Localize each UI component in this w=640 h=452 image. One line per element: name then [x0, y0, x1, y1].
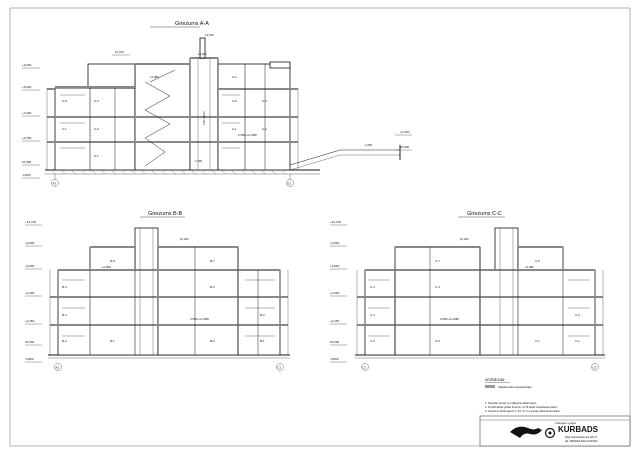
title-block: Inženieru grupa KURBADS Rīga, Rūpniecība… — [479, 415, 631, 447]
room-aa-1: A-3 — [94, 99, 99, 103]
company-address: Rīga, Rūpniecības iela 12b-17 — [565, 436, 598, 439]
elevation-bb-1: +9,600 — [25, 241, 35, 245]
elevation-marks-aa: +9,600 +6,600 +3,300 +0,150 ±0,000 -0,80… — [22, 63, 40, 179]
lift-label-a: Lifts šahta — [202, 111, 206, 125]
sheet-border — [9, 7, 631, 447]
room-aa-2: A-5 — [232, 99, 237, 103]
room-aa-7: A-1 — [232, 127, 237, 131]
elevation-aa-1: +6,600 — [22, 85, 32, 89]
tag-aa-2: 10,300 — [198, 52, 207, 56]
elevation-cc-3: +3,300 — [330, 291, 340, 295]
room-cc-6: C-2 — [370, 339, 375, 343]
tag-aa-6: 1,800 — [365, 143, 372, 147]
room-cc-9: C-1 — [575, 339, 580, 343]
room-cc-5: C-3 — [575, 313, 580, 317]
tag-aa-0: 12,700 — [115, 50, 124, 54]
company-name: KURBADS — [558, 425, 599, 434]
room-bb-7: B-1 — [110, 339, 115, 343]
room-cc-2: C-4 — [370, 285, 375, 289]
tag-aa-3: +0,980 — [150, 75, 159, 79]
axis-aa-1: E1 — [288, 182, 292, 186]
notes: 1. Nesošās sienas no ruļļbetona skatīt l… — [485, 401, 561, 413]
axis-cc-1: G2 — [593, 366, 597, 370]
section-bb: Griezums B-B — [25, 211, 290, 371]
elevation-bb-2: +6,600 — [25, 264, 35, 268]
note-2: 2. ±0,000 atbilst grīdas līmenim +0,15 s… — [485, 405, 558, 409]
section-aa-title: Griezums A-A — [175, 21, 209, 27]
elevation-cc-6: -0,800 — [330, 357, 339, 361]
room-bb-9: B-1 — [260, 339, 265, 343]
legend: APZĪMĒJUMI: Saliekamās konstrukcijas — [485, 378, 532, 389]
room-aa-9: A-1 — [94, 154, 99, 158]
room-bb-6: B-2 — [62, 339, 67, 343]
elevation-aa-2: +3,300 — [22, 111, 32, 115]
room-cc-1: C-7 — [435, 259, 440, 263]
room-cc-0: C-5 — [535, 259, 540, 263]
room-cc-7: C-1 — [535, 339, 540, 343]
section-cc-title: Griezums C-C — [467, 211, 502, 217]
note-3: 3. Griezums skatīt lapā A-1, B-1 un C-1 … — [485, 409, 561, 413]
section-aa: Griezums A-A — [22, 21, 412, 187]
room-bb-3: B-3 — [210, 285, 215, 289]
elevation-marks-bb: +12,700 +9,600 +6,600 +3,300 +0,150 ±0,0… — [25, 220, 42, 363]
company-phone: tālr. 28000000 fakss 67219944 — [565, 440, 598, 443]
room-bb-1: B-7 — [210, 259, 215, 263]
room-aa-5: A-1 — [62, 127, 67, 131]
elevation-aa-right-1: ±0,000 — [400, 145, 409, 149]
elevation-aa-3: +0,150 — [22, 136, 32, 140]
elevation-cc-0: +12,700 — [330, 220, 341, 224]
room-bb-4: B-4 — [62, 313, 67, 317]
elevation-marks-cc: +12,700 +9,600 +6,600 +3,300 +0,150 ±0,0… — [330, 220, 347, 363]
elevation-cc-4: +0,150 — [330, 319, 340, 323]
tag-aa-1: 13,150 — [205, 33, 214, 37]
axis-aa-0: A2 — [53, 182, 57, 186]
tag-bb-1: 3,050=+0,1980 — [190, 317, 209, 321]
room-aa-4: A-4 — [232, 75, 237, 79]
tag-cc-2: +0,980 — [525, 265, 534, 269]
elevation-bb-6: -0,800 — [25, 357, 34, 361]
section-bb-title: Griezums B-B — [148, 211, 183, 217]
note-1: 1. Nesošās sienas no ruļļbetona skatīt l… — [485, 401, 538, 405]
legend-item: Saliekamās konstrukcijas — [498, 385, 532, 389]
room-cc-3: C-3 — [435, 285, 440, 289]
tag-aa-4: 3,050=+0,1980 — [238, 133, 257, 137]
tag-cc-0: 10,300 — [460, 237, 469, 241]
elevation-cc-5: ±0,000 — [330, 340, 339, 344]
room-bb-5: B-3 — [260, 313, 265, 317]
legend-swatch — [485, 385, 495, 388]
elevation-bb-0: +12,700 — [25, 220, 36, 224]
legend-heading: APZĪMĒJUMI: — [485, 378, 505, 382]
tag-aa-5: 1,000 — [195, 159, 202, 163]
room-bb-0: B-5 — [110, 259, 115, 263]
elevation-aa-5: -0,800 — [22, 173, 31, 177]
room-bb-2: B-4 — [62, 285, 67, 289]
company-logo — [510, 426, 556, 439]
room-aa-3: A-3 — [262, 99, 267, 103]
axis-bb-1: C1 — [278, 366, 282, 370]
room-cc-4: C-4 — [370, 313, 375, 317]
elevation-bb-4: +0,150 — [25, 319, 35, 323]
room-aa-0: A-5 — [62, 99, 67, 103]
room-bb-8: B-2 — [210, 339, 215, 343]
room-aa-8: A-2 — [262, 127, 267, 131]
elevation-aa-0: +9,600 — [22, 63, 32, 67]
elevation-bb-3: +3,300 — [25, 291, 35, 295]
tag-bb-0: 10,300 — [180, 237, 189, 241]
elevation-cc-1: +9,600 — [330, 241, 340, 245]
tag-bb-2: +0,980 — [102, 265, 111, 269]
section-cc: Griezums C-C — [330, 211, 605, 371]
company-line: Inženieru grupa — [555, 421, 576, 425]
tag-cc-1: 3,050=+0,1980 — [440, 317, 459, 321]
room-aa-6: A-2 — [94, 127, 99, 131]
axis-bb-0: A1 — [56, 366, 60, 370]
room-cc-8: C-2 — [435, 339, 440, 343]
axis-cc-0: C1 — [363, 366, 367, 370]
elevation-bb-5: ±0,000 — [25, 340, 34, 344]
elevation-cc-2: +6,600 — [330, 264, 340, 268]
elevation-aa-right-0: +0,150 — [400, 130, 410, 134]
elevation-aa-4: ±0,000 — [22, 160, 31, 164]
